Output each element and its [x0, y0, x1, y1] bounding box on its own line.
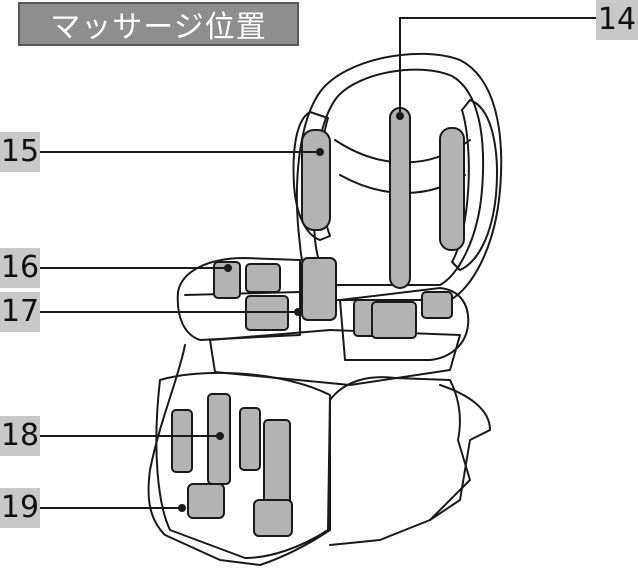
left-shoulder-pad: [301, 129, 331, 231]
callout-label-17: 17: [0, 292, 40, 332]
callout-label-16: 16: [0, 248, 40, 288]
chair-base: [147, 344, 471, 566]
callout-label-15: 15: [0, 132, 40, 172]
callout-label-19: 19: [0, 488, 40, 528]
waist-pad: [301, 257, 337, 321]
calf-pad-left-a: [171, 409, 193, 473]
legrest-outline: [155, 371, 331, 559]
title-banner: マッサージ位置: [18, 2, 299, 46]
callout-label-14: 14: [596, 0, 638, 40]
seat-pad-right-b: [371, 301, 417, 339]
title-text: マッサージ位置: [50, 10, 267, 45]
calf-pad-right-b: [263, 419, 291, 513]
callout-label-18: 18: [0, 416, 40, 456]
right-wing: [451, 99, 498, 271]
right-armrest: [339, 287, 470, 361]
right-arm-pad: [421, 291, 453, 319]
leader-14: [399, 17, 596, 112]
foot-pad-right: [253, 499, 293, 537]
base-front: [429, 384, 491, 521]
neck-pad: [389, 107, 411, 289]
right-shoulder-pad: [439, 127, 465, 251]
foot-pad-left: [187, 483, 225, 519]
left-armrest: [176, 257, 301, 341]
calf-pad-right-a: [239, 407, 261, 471]
left-arm-pad-b: [245, 263, 281, 293]
left-arm-pad-a: [213, 261, 241, 299]
